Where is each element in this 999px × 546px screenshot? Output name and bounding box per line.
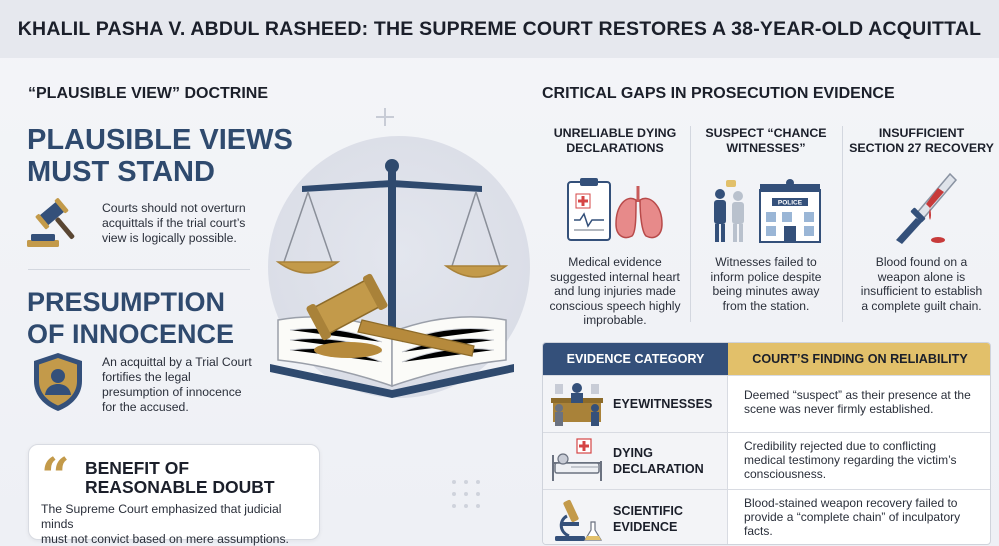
page-title: KHALIL PASHA V. ABDUL RASHEED: THE SUPRE… bbox=[0, 0, 999, 58]
microscope-icon bbox=[555, 499, 603, 541]
gap1-text-line: conscious speech highly bbox=[549, 298, 681, 313]
gap2-text-line: from the station. bbox=[722, 298, 810, 313]
gap-section27-text: Blood found on a weapon alone is insuffi… bbox=[844, 255, 999, 313]
critical-gaps-heading: CRITICAL GAPS IN PROSECUTION EVIDENCE bbox=[542, 85, 895, 102]
courtroom-icon bbox=[551, 383, 603, 426]
gap2-text-line: being minutes away bbox=[712, 284, 820, 298]
gap1-text-line: suggested internal heart bbox=[550, 269, 680, 284]
table-header-category: EVIDENCE CATEGORY bbox=[543, 343, 728, 375]
gap3-title-line1: INSUFFICIENT bbox=[878, 126, 965, 140]
table-category-cell: EYEWITNESSES bbox=[543, 376, 728, 432]
gap3-text-line: weapon alone is bbox=[877, 269, 966, 284]
gap-divider-1 bbox=[690, 126, 691, 322]
finding-line: medical testimony regarding the victim’s bbox=[744, 453, 957, 468]
finding-line: provide a “complete chain” of inculpator… bbox=[744, 510, 961, 525]
doubt-text-line2: must not convict based on mere assumptio… bbox=[41, 532, 289, 546]
presumption-text-line1: An acquittal by a Trial Court bbox=[102, 355, 252, 369]
presumption-text-line4: for the accused. bbox=[102, 400, 189, 414]
table-row: EYEWITNESSES Deemed “suspect” as their p… bbox=[543, 375, 990, 432]
police-sign-label: POLICE bbox=[778, 200, 803, 207]
witnesses-police-station-icon: POLICE bbox=[714, 179, 821, 243]
gap2-title-line2: WITNESSES” bbox=[726, 141, 806, 155]
doubt-text-line1: The Supreme Court emphasized that judici… bbox=[41, 502, 282, 531]
dying-declaration-label: DYING DECLARATION bbox=[613, 445, 704, 477]
table-category-cell: DYING DECLARATION bbox=[543, 433, 728, 489]
plausible-views-title-line2: MUST STAND bbox=[27, 156, 215, 188]
reasonable-doubt-card: “ BENEFIT OF REASONABLE DOUBT The Suprem… bbox=[28, 444, 320, 546]
plausible-text-line3: view is logically possible. bbox=[102, 231, 237, 245]
plausible-view-heading: “PLAUSIBLE VIEW” DOCTRINE bbox=[28, 85, 269, 102]
gap2-text-line: Witnesses failed to bbox=[715, 255, 817, 269]
finding-line: consciousness. bbox=[744, 467, 827, 482]
scientific-label-line1: SCIENTIFIC bbox=[613, 504, 683, 518]
eyewitnesses-finding: Deemed “suspect” as their presence at th… bbox=[744, 388, 980, 416]
presumption-title-line2: OF INNOCENCE bbox=[27, 319, 235, 349]
gap-dying-declarations-title: UNRELIABLE DYING DECLARATIONS bbox=[542, 126, 688, 156]
table-category-cell: SCIENTIFIC EVIDENCE bbox=[543, 490, 728, 544]
gap3-text-line: a complete guilt chain. bbox=[861, 298, 982, 313]
gap-divider-2 bbox=[842, 126, 843, 322]
gap1-text-line: and lung injuries made bbox=[554, 284, 676, 298]
table-row: DYING DECLARATION Credibility rejected d… bbox=[543, 432, 990, 489]
dot-grid-decoration bbox=[452, 480, 480, 508]
table-row: SCIENTIFIC EVIDENCE Blood-stained weapon… bbox=[543, 489, 990, 544]
finding-line: Deemed “suspect” as their presence at th… bbox=[744, 388, 971, 402]
gap1-title-line1: UNRELIABLE DYING bbox=[553, 126, 677, 140]
sparkle-icon bbox=[376, 108, 394, 126]
plausible-text-line1: Courts should not overturn bbox=[102, 201, 246, 215]
gavel-icon bbox=[27, 198, 75, 247]
presumption-text-line2: fortifies the legal bbox=[102, 370, 191, 384]
gap-chance-witnesses-text: Witnesses failed to inform police despit… bbox=[692, 255, 840, 313]
gap-section27-title: INSUFFICIENT SECTION 27 RECOVERY bbox=[844, 126, 999, 156]
finding-line: scene was never firmly established. bbox=[744, 402, 934, 417]
dying-declaration-finding: Credibility rejected due to conflicting … bbox=[744, 439, 980, 482]
gap2-text-line: inform police despite bbox=[710, 269, 822, 284]
scientific-label-line2: EVIDENCE bbox=[613, 520, 678, 534]
doubt-title-line2: REASONABLE DOUBT bbox=[85, 477, 275, 497]
medical-clipboard-lungs-icon bbox=[567, 178, 663, 241]
presumption-title-line1: PRESUMPTION bbox=[27, 287, 226, 317]
bloody-knife-icon bbox=[896, 172, 958, 244]
table-header-finding: COURT’S FINDING ON RELIABILITY bbox=[728, 343, 990, 375]
plausible-views-text: Courts should not overturn acquittals if… bbox=[102, 201, 246, 246]
shield-person-icon bbox=[34, 353, 82, 411]
scientific-evidence-label: SCIENTIFIC EVIDENCE bbox=[613, 503, 683, 535]
quote-icon: “ bbox=[41, 446, 70, 505]
presumption-text-line3: presumption of innocence bbox=[102, 385, 242, 399]
gap3-title-line2: SECTION 27 RECOVERY bbox=[849, 141, 994, 155]
reasonable-doubt-text: The Supreme Court emphasized that judici… bbox=[41, 502, 313, 546]
gap-dying-declarations-text: Medical evidence suggested internal hear… bbox=[542, 255, 688, 328]
presumption-title: PRESUMPTION OF INNOCENCE bbox=[27, 286, 234, 350]
left-divider bbox=[28, 269, 250, 270]
scientific-evidence-finding: Blood-stained weapon recovery failed to … bbox=[744, 496, 980, 539]
gap1-text-line: Medical evidence bbox=[568, 255, 662, 269]
finding-line: facts. bbox=[744, 524, 773, 539]
finding-line: Credibility rejected due to conflicting bbox=[744, 439, 937, 453]
hospital-bed-icon bbox=[552, 438, 602, 481]
dying-label-line2: DECLARATION bbox=[613, 462, 704, 476]
gap1-title-line2: DECLARATIONS bbox=[566, 141, 664, 155]
presumption-text: An acquittal by a Trial Court fortifies … bbox=[102, 355, 252, 415]
plausible-text-line2: acquittals if the trial court’s bbox=[102, 216, 246, 230]
eyewitnesses-label: EYEWITNESSES bbox=[613, 397, 713, 411]
gap2-title-line1: SUSPECT “CHANCE bbox=[705, 126, 827, 140]
plausible-views-title-line1: PLAUSIBLE VIEWS bbox=[27, 124, 293, 156]
gap3-text-line: Blood found on a bbox=[875, 255, 968, 269]
finding-line: Blood-stained weapon recovery failed to bbox=[744, 496, 958, 510]
plausible-views-title: PLAUSIBLE VIEWS MUST STAND bbox=[27, 124, 293, 188]
dying-label-line1: DYING bbox=[613, 446, 653, 460]
doubt-title-line1: BENEFIT OF bbox=[85, 458, 190, 478]
scales-of-justice-icon bbox=[270, 159, 514, 398]
reasonable-doubt-title: BENEFIT OF REASONABLE DOUBT bbox=[85, 459, 275, 497]
gap3-text-line: insufficient to establish bbox=[860, 284, 983, 298]
gap1-text-line: improbable. bbox=[583, 313, 647, 327]
gap-chance-witnesses-title: SUSPECT “CHANCE WITNESSES” bbox=[692, 126, 840, 156]
evidence-table: EVIDENCE CATEGORY COURT’S FINDING ON REL… bbox=[542, 342, 991, 545]
